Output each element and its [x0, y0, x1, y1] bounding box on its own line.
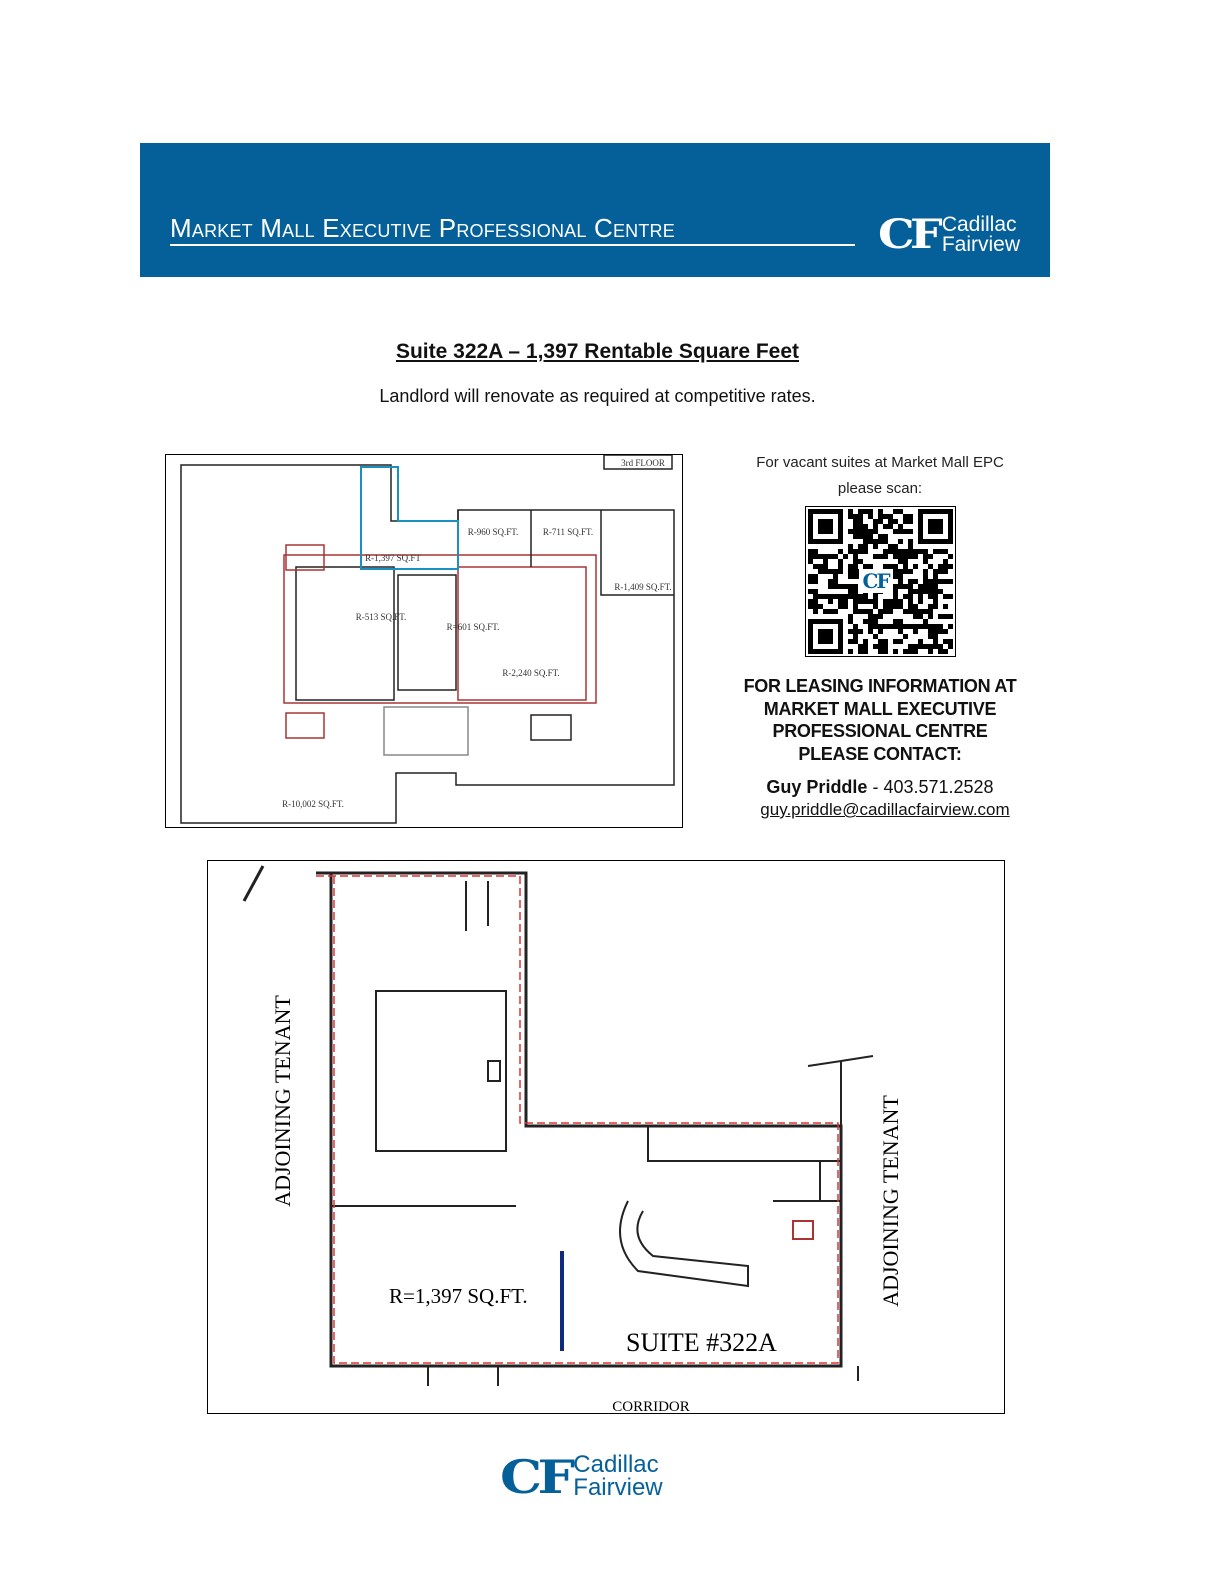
brand-line1: Cadillac: [941, 212, 1017, 236]
area-label: R-1,409 SQ.FT.: [614, 582, 671, 592]
scan-line2: please scan:: [837, 480, 923, 497]
area-label: R-513 SQ.FT.: [356, 612, 407, 622]
scan-line1: For vacant suites at Market Mall EPC: [756, 454, 1004, 471]
page-subtitle: Landlord will renovate as required at co…: [379, 386, 816, 406]
banner-title: Market Mall Executive Professional Centr…: [170, 213, 675, 243]
lease-line: PLEASE CONTACT:: [798, 743, 962, 764]
cf-logo-mark: CF: [877, 211, 943, 258]
suite-number-label: SUITE #322A: [626, 1328, 777, 1357]
contact-phone[interactable]: - 403.571.2528: [867, 777, 994, 797]
area-label: R-10,002 SQ.FT.: [282, 799, 344, 809]
brand-line1: Cadillac: [573, 1451, 659, 1479]
area-label: R-711 SQ.FT.: [543, 527, 593, 537]
contact-line: Guy Priddle - 403.571.2528: [725, 777, 1035, 798]
floor-label: 3rd FLOOR: [621, 458, 665, 468]
area-label: R=601 SQ.FT.: [447, 622, 500, 632]
adjoining-tenant-left: ADJOINING TENANT: [270, 995, 295, 1207]
area-label: R-2,240 SQ.FT.: [502, 668, 559, 678]
area-label: R-1,397 SQ.FT: [365, 553, 421, 563]
area-label: R-960 SQ.FT.: [468, 527, 519, 537]
floor-plan-overview: 3rd FLOOR R-1,397 SQ.FT R-960 SQ.FT. R-7…: [165, 454, 683, 828]
corridor-label: CORRIDOR: [612, 1399, 690, 1413]
suite-area-label: R=1,397 SQ.FT.: [389, 1284, 528, 1308]
brand-line2: Fairview: [941, 232, 1020, 256]
suite-floor-plan: ADJOINING TENANT ADJOINING TENANT R=1,39…: [207, 860, 1005, 1415]
qr-cf-logo: CF: [858, 569, 893, 593]
adjoining-tenant-right: ADJOINING TENANT: [878, 1095, 903, 1307]
contact-email-link[interactable]: guy.priddle@cadillacfairview.com: [760, 800, 1010, 819]
scan-prompt: For vacant suites at Market Mall EPC plea…: [725, 450, 1035, 502]
contact-name: Guy Priddle: [766, 777, 868, 797]
banner-rule: [170, 244, 855, 246]
brand-line2: Fairview: [573, 1474, 663, 1501]
page-title: Suite 322A – 1,397 Rentable Square Feet: [395, 340, 800, 363]
suite-plan-drawing: ADJOINING TENANT ADJOINING TENANT R=1,39…: [242, 865, 903, 1415]
qr-pattern: [807, 509, 953, 654]
header-banner: Market Mall Executive Professional Centr…: [140, 143, 1050, 277]
lease-line: PROFESSIONAL CENTRE: [772, 721, 988, 741]
contact-panel: For vacant suites at Market Mall EPC plea…: [725, 450, 1035, 820]
qr-code[interactable]: CF: [804, 506, 956, 657]
leasing-info: FOR LEASING INFORMATION AT MARKET MALL E…: [725, 675, 1035, 765]
lease-line: MARKET MALL EXECUTIVE: [763, 698, 997, 719]
cf-logo-mark: CF: [500, 1450, 575, 1504]
floor-plan-drawing: 3rd FLOOR R-1,397 SQ.FT R-960 SQ.FT. R-7…: [180, 454, 675, 824]
lease-line: FOR LEASING INFORMATION AT: [743, 676, 1017, 696]
